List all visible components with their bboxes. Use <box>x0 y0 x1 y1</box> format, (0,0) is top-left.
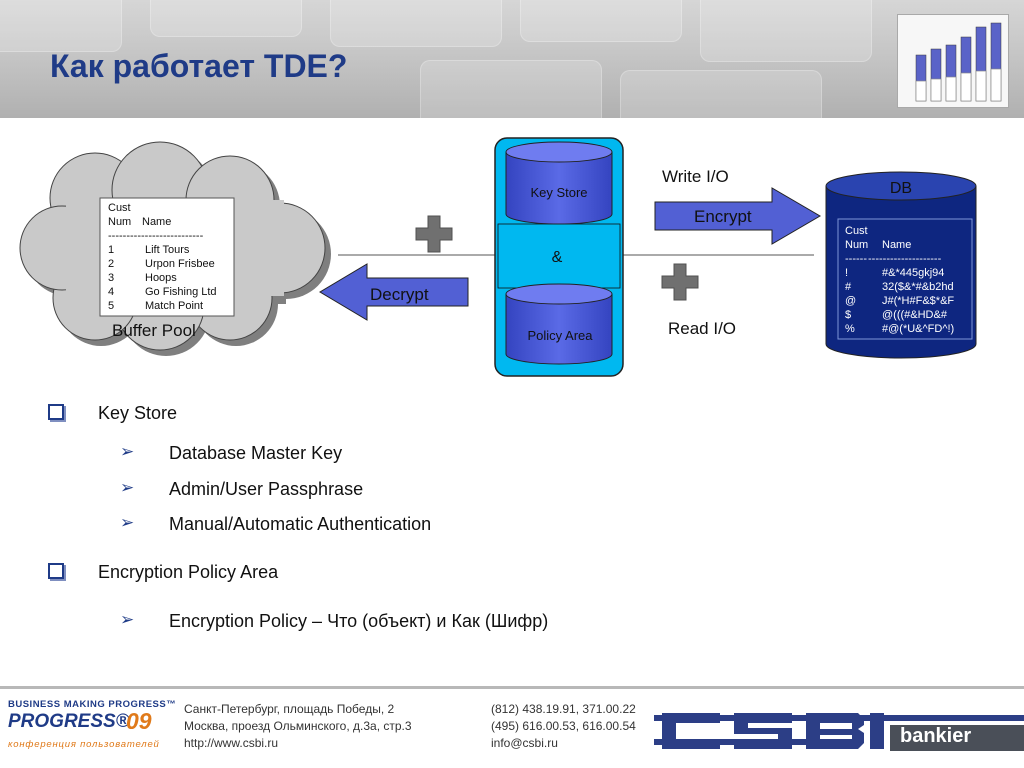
footer: BUSINESS MAKING PROGRESS™ PROGRESS® 09 к… <box>0 689 1024 768</box>
address-spb: Санкт-Петербург, площадь Победы, 2 <box>184 702 395 716</box>
bp-row-num: 1 <box>108 244 114 256</box>
arrow-bullet-icon: ➢ <box>120 610 135 629</box>
bp-row-num: 3 <box>108 272 114 284</box>
key-store-cylinder <box>505 141 613 225</box>
bp-row-num: 4 <box>108 286 114 298</box>
buffer-pool-table <box>99 197 235 317</box>
website-link[interactable]: http://www.csbi.ru <box>184 736 279 750</box>
bp-row-name: Lift Tours <box>145 244 190 256</box>
db-row-num: ! <box>845 267 848 279</box>
encrypt-label: Encrypt <box>694 207 752 226</box>
tde-diagram: Buffer Pool Cust Num Name ------ -------… <box>19 137 977 377</box>
ampersand-label: & <box>552 249 563 266</box>
arrow-bullet-icon: ➢ <box>120 442 135 461</box>
decrypt-label: Decrypt <box>370 285 429 304</box>
bp-header-cust: Cust <box>108 202 131 214</box>
sub-bullet-item: Manual/Automatic Authentication <box>169 514 432 534</box>
bp-header-name: Name <box>142 216 171 228</box>
sub-bullet-item: Admin/User Passphrase <box>169 479 364 499</box>
footer-divider <box>0 686 1024 689</box>
db-row-name: @(((#&HD&# <box>882 309 948 321</box>
bp-row-num: 5 <box>108 300 114 312</box>
brand-event: конференция пользователей <box>8 739 160 750</box>
bp-header-num: Num <box>108 216 131 228</box>
bp-row-name: Urpon Frisbee <box>145 258 215 270</box>
db-header-num: Num <box>845 239 868 251</box>
phone-spb: (812) 438.19.91, 371.00.22 <box>491 702 636 716</box>
bullet-key-store: Key Store <box>98 403 178 423</box>
page-title: Как работает TDE? <box>50 48 348 84</box>
decrypt-arrow <box>319 263 469 321</box>
plus-icon-right <box>661 263 699 301</box>
db-row-name: #&*445gkj94 <box>882 267 944 279</box>
db-header-cust: Cust <box>845 225 868 237</box>
address-msk: Москва, проезд Ольминского, д.3а, стр.3 <box>184 719 412 733</box>
bp-row-name: Match Point <box>145 300 203 312</box>
buffer-pool-label: Buffer Pool <box>112 321 196 340</box>
csbi-logo <box>654 713 1024 751</box>
db-row-num: $ <box>845 309 851 321</box>
db-row-name: #@(*U&^FD^!) <box>882 323 954 335</box>
arrow-bullet-icon: ➢ <box>120 513 135 532</box>
sub-bullet-item: Database Master Key <box>169 443 343 463</box>
arrow-bullet-icon: ➢ <box>120 478 135 497</box>
bar-chart-logo <box>897 14 1009 108</box>
key-store-policy-container <box>494 137 624 377</box>
db-table <box>837 218 973 340</box>
bankier-wordmark: bankier <box>900 725 972 747</box>
phone-msk: (495) 616.00.53, 616.00.54 <box>491 719 636 733</box>
plus-icon-left <box>415 215 453 253</box>
db-cylinder <box>825 171 977 359</box>
write-io-label: Write I/O <box>662 167 729 186</box>
brand-year: 09 <box>126 708 152 734</box>
bullet-encryption-policy-area: Encryption Policy Area <box>98 562 279 582</box>
db-sep-2: -------------------- <box>868 253 942 265</box>
bp-sep-1: ------ <box>108 230 130 242</box>
db-header-name: Name <box>882 239 911 251</box>
buffer-pool-cloud <box>19 141 331 356</box>
bp-sep-2: -------------------- <box>130 230 204 242</box>
db-row-num: @ <box>845 295 856 307</box>
db-sep-1: ------ <box>845 253 867 265</box>
key-store-label: Key Store <box>530 185 587 200</box>
square-bullet-icon <box>48 563 64 579</box>
sub-bullet-item: Encryption Policy – Что (объект) и Как (… <box>169 611 549 631</box>
db-row-name: 32($&*#&b2hd <box>882 281 954 293</box>
square-bullet-icon <box>48 404 64 420</box>
policy-area-label: Policy Area <box>527 328 593 343</box>
bp-row-num: 2 <box>108 258 114 270</box>
header-banner: Как работает TDE? <box>0 0 1024 118</box>
bp-row-name: Go Fishing Ltd <box>145 286 217 298</box>
brand-name: PROGRESS® <box>8 711 130 732</box>
db-row-num: % <box>845 323 855 335</box>
encrypt-arrow <box>654 187 821 245</box>
read-io-label: Read I/O <box>668 319 736 338</box>
db-row-num: # <box>845 281 852 293</box>
db-row-name: J#(*H#F&$*&F <box>882 295 954 307</box>
bp-row-name: Hoops <box>145 272 177 284</box>
email-link[interactable]: info@csbi.ru <box>491 736 558 750</box>
brand-tagline: BUSINESS MAKING PROGRESS™ <box>8 699 177 710</box>
db-label: DB <box>890 180 912 197</box>
policy-area-cylinder <box>505 283 613 365</box>
